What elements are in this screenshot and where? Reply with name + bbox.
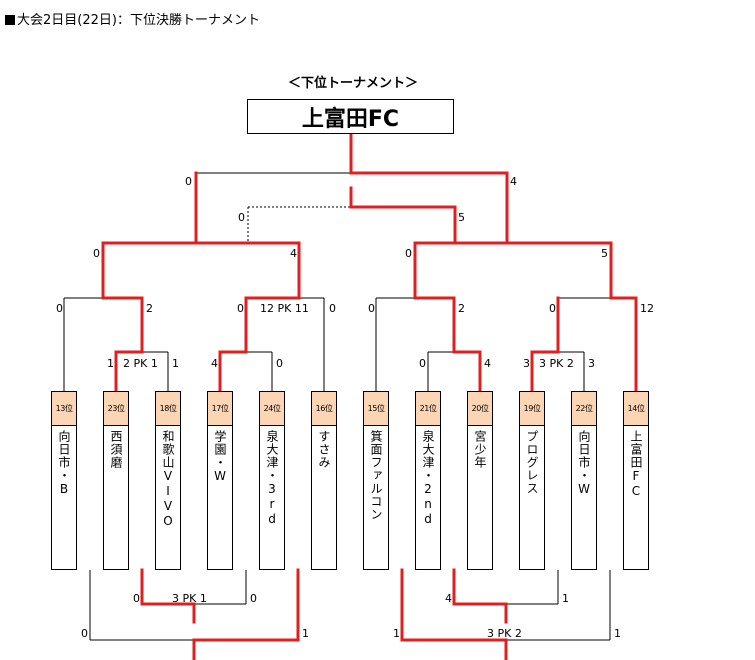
- score-extra-right: 5: [458, 211, 465, 224]
- score-sf2-left: 0: [405, 247, 412, 260]
- score-r1a-right: 1: [172, 357, 179, 370]
- team-rank: 22位: [572, 392, 596, 426]
- team-slot: 17位 学園・W: [207, 391, 233, 570]
- score-b1-pk: 3 PK 1: [172, 592, 207, 605]
- team-rank: 18位: [156, 392, 180, 426]
- score-qf4-left: 0: [549, 302, 556, 315]
- score-b3-right: 1: [302, 627, 309, 640]
- score-r1d-pk: 3 PK 2: [539, 357, 574, 370]
- team-rank: 24位: [260, 392, 284, 426]
- team-name: 上富田FC: [629, 430, 643, 499]
- team-slot: 24位 泉大津・3rd: [259, 391, 285, 570]
- score-extra-left: 0: [238, 211, 245, 224]
- team-slot: 15位 箕面ファルコン: [363, 391, 389, 570]
- team-rank: 20位: [468, 392, 492, 426]
- score-b3-left: 0: [81, 627, 88, 640]
- team-slot: 19位 プログレス: [519, 391, 545, 570]
- score-b2-right: 1: [562, 592, 569, 605]
- score-r1b-right: 0: [276, 357, 283, 370]
- score-b1-left: 0: [133, 592, 140, 605]
- score-qf3-right: 2: [458, 302, 465, 315]
- team-slot: 14位 上富田FC: [623, 391, 649, 570]
- score-qf4-right: 12: [640, 302, 654, 315]
- score-sf2-right: 5: [601, 247, 608, 260]
- tournament-label: ＜下位トーナメント＞: [287, 76, 418, 91]
- team-rank: 21位: [416, 392, 440, 426]
- page-title: 大会2日目(22日)：下位決勝トーナメント: [5, 9, 260, 28]
- score-qf2-left: 0: [237, 302, 244, 315]
- score-r1d-right: 3: [588, 357, 595, 370]
- team-slot: 13位 向日市・B: [51, 391, 77, 570]
- score-sf1-left: 0: [93, 247, 100, 260]
- score-b2-left: 4: [445, 592, 452, 605]
- score-b1-right: 0: [250, 592, 257, 605]
- team-slot: 23位 西須磨: [103, 391, 129, 570]
- score-b4-right: 1: [614, 627, 621, 640]
- score-qf3-left: 0: [368, 302, 375, 315]
- score-r1a-pk: 2 PK 1: [123, 357, 158, 370]
- team-name: 宮少年: [473, 430, 487, 469]
- score-qf1-right: 2: [146, 302, 153, 315]
- team-rank: 16位: [312, 392, 336, 426]
- team-name: 向日市・B: [57, 430, 71, 497]
- score-qf1-left: 0: [56, 302, 63, 315]
- team-name: 箕面ファルコン: [369, 430, 383, 521]
- team-name: 泉大津・2nd: [421, 430, 435, 527]
- team-name: 泉大津・3rd: [265, 430, 279, 527]
- team-name: 向日市・W: [577, 430, 591, 497]
- team-name: 和歌山VIVO: [161, 430, 175, 529]
- team-rank: 17位: [208, 392, 232, 426]
- champion-box: 上富田FC: [247, 99, 454, 134]
- team-slot: 21位 泉大津・2nd: [415, 391, 441, 570]
- square-bullet-icon: [5, 15, 15, 25]
- team-rank: 19位: [520, 392, 544, 426]
- team-rank: 23位: [104, 392, 128, 426]
- team-slot: 22位 向日市・W: [571, 391, 597, 570]
- score-final-right: 4: [510, 175, 517, 188]
- score-b4-pk: 3 PK 2: [487, 627, 522, 640]
- score-final-left: 0: [185, 175, 192, 188]
- team-rank: 13位: [52, 392, 76, 426]
- score-sf1-right: 4: [290, 247, 297, 260]
- score-r1b-left: 4: [211, 357, 218, 370]
- team-slot: 16位 すさみ: [311, 391, 337, 570]
- team-name: プログレス: [525, 430, 539, 495]
- team-slot: 18位 和歌山VIVO: [155, 391, 181, 570]
- team-slot: 20位 宮少年: [467, 391, 493, 570]
- team-name: 西須磨: [109, 430, 123, 469]
- team-rank: 15位: [364, 392, 388, 426]
- team-name: 学園・W: [213, 430, 227, 484]
- score-r1d-left: 3: [523, 357, 530, 370]
- score-qf2-pk: 12 PK 11: [260, 302, 309, 315]
- page-title-text: 大会2日目(22日)：下位決勝トーナメント: [17, 13, 260, 28]
- team-name: すさみ: [317, 430, 331, 469]
- score-r1c-left: 0: [419, 357, 426, 370]
- score-b4-left: 1: [393, 627, 400, 640]
- score-r1c-right: 4: [484, 357, 491, 370]
- score-qf2-right: 0: [329, 302, 336, 315]
- team-rank: 14位: [624, 392, 648, 426]
- score-r1a-left: 1: [107, 357, 114, 370]
